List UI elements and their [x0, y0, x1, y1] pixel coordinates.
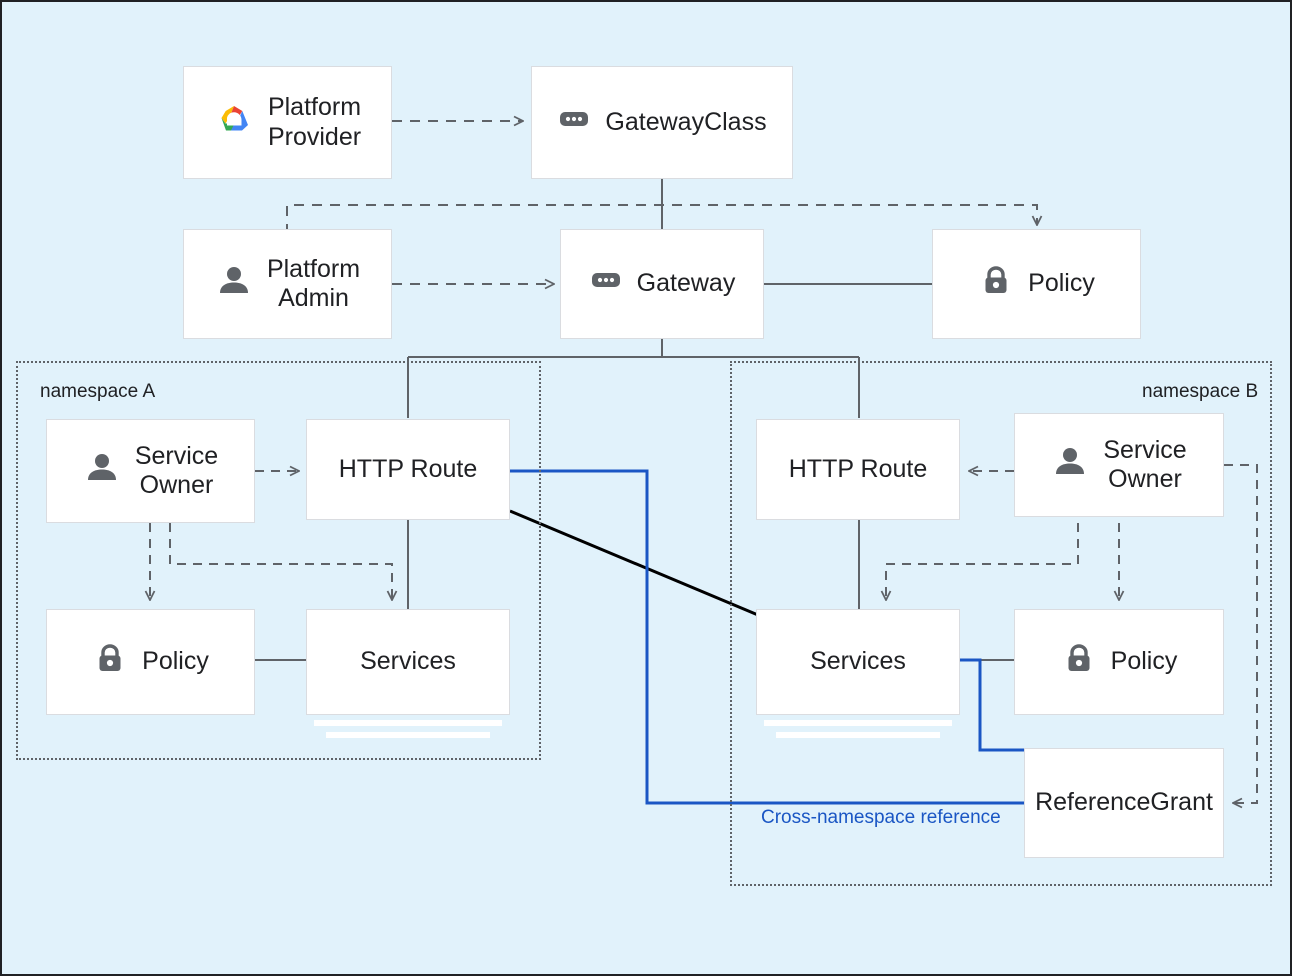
- person-icon: [215, 261, 253, 307]
- namespace-b-label: namespace B: [1142, 381, 1259, 402]
- node-ns-b-service-owner[interactable]: Service Owner: [1014, 413, 1224, 517]
- node-ns-b-services-label: Services: [810, 647, 906, 676]
- node-platform-provider[interactable]: Platform Provider: [183, 66, 392, 179]
- node-policy-top-label: Policy: [1028, 269, 1095, 298]
- node-gateway[interactable]: Gateway: [560, 229, 764, 339]
- ns-b-services-stack: [756, 715, 960, 738]
- node-ns-a-http-route-label: HTTP Route: [338, 454, 478, 483]
- node-gateway-label: Gateway: [636, 269, 736, 298]
- node-ns-a-services-label: Services: [360, 647, 456, 676]
- node-ns-a-policy[interactable]: Policy: [46, 609, 255, 715]
- person-icon: [83, 448, 121, 494]
- person-icon: [1051, 442, 1089, 488]
- google-cloud-icon: [214, 99, 254, 147]
- node-ns-a-http-route[interactable]: HTTP Route: [306, 419, 510, 520]
- ns-a-services-stack: [306, 715, 510, 738]
- node-reference-grant-label: ReferenceGrant: [1035, 788, 1213, 817]
- lock-icon: [1061, 640, 1097, 684]
- node-ns-a-policy-label: Policy: [142, 647, 209, 676]
- node-gatewayclass-label: GatewayClass: [605, 107, 767, 136]
- node-platform-admin-label: Platform Admin: [266, 254, 361, 313]
- node-reference-grant[interactable]: ReferenceGrant: [1024, 748, 1224, 858]
- node-ns-b-policy-label: Policy: [1110, 647, 1178, 676]
- node-platform-admin[interactable]: Platform Admin: [183, 229, 392, 339]
- cross-namespace-reference-label: Cross-namespace reference: [761, 807, 1001, 828]
- node-ns-b-http-route[interactable]: HTTP Route: [756, 419, 960, 520]
- node-ns-a-service-owner[interactable]: Service Owner: [46, 419, 255, 523]
- lock-icon: [978, 262, 1014, 306]
- node-platform-provider-label: Platform Provider: [267, 93, 362, 151]
- node-ns-a-service-owner-label: Service Owner: [134, 441, 219, 500]
- node-ns-b-services[interactable]: Services: [756, 609, 960, 715]
- lock-icon: [92, 640, 128, 684]
- namespace-a-label: namespace A: [40, 381, 156, 402]
- node-ns-b-service-owner-label: Service Owner: [1103, 435, 1187, 494]
- node-ns-a-services[interactable]: Services: [306, 609, 510, 715]
- node-gatewayclass[interactable]: GatewayClass: [531, 66, 793, 179]
- gateway-icon: [589, 263, 623, 305]
- gateway-icon: [557, 102, 591, 144]
- node-ns-b-http-route-label: HTTP Route: [788, 454, 928, 483]
- node-ns-b-policy[interactable]: Policy: [1014, 609, 1224, 715]
- node-policy-top[interactable]: Policy: [932, 229, 1141, 339]
